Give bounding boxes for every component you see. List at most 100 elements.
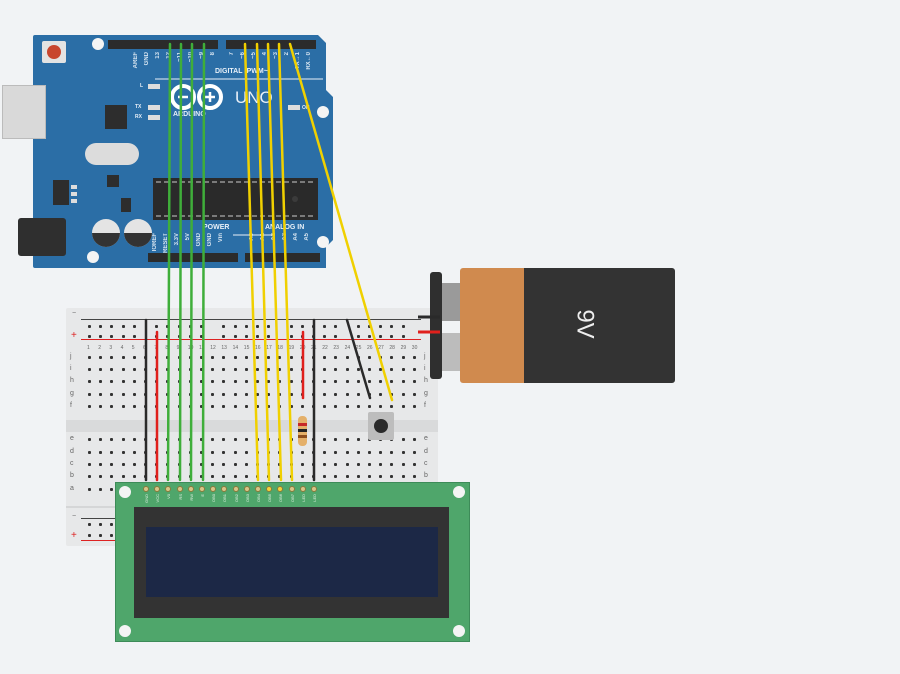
- rail-hole[interactable]: [244, 325, 248, 328]
- lcd-pin-led[interactable]: [311, 486, 317, 492]
- breadboard-hole[interactable]: [368, 356, 371, 359]
- breadboard-hole[interactable]: [222, 380, 226, 383]
- breadboard-hole[interactable]: [110, 368, 114, 371]
- breadboard-hole[interactable]: [412, 438, 416, 441]
- rail-hole[interactable]: [155, 325, 159, 328]
- breadboard-hole[interactable]: [144, 380, 147, 383]
- breadboard-hole[interactable]: [345, 356, 349, 359]
- breadboard-hole[interactable]: [88, 475, 91, 478]
- rail-hole[interactable]: [99, 534, 103, 537]
- breadboard-hole[interactable]: [289, 438, 293, 441]
- breadboard-hole[interactable]: [289, 463, 293, 466]
- breadboard-hole[interactable]: [188, 451, 192, 454]
- breadboard-hole[interactable]: [390, 463, 394, 466]
- breadboard-hole[interactable]: [110, 463, 114, 466]
- rail-hole[interactable]: [267, 335, 271, 338]
- breadboard-hole[interactable]: [188, 380, 192, 383]
- breadboard-hole[interactable]: [356, 380, 360, 383]
- breadboard-hole[interactable]: [278, 368, 282, 371]
- breadboard-hole[interactable]: [379, 356, 383, 359]
- rail-hole[interactable]: [401, 335, 405, 338]
- breadboard-hole[interactable]: [267, 463, 271, 466]
- breadboard-hole[interactable]: [278, 356, 282, 359]
- breadboard-hole[interactable]: [99, 488, 103, 491]
- breadboard-hole[interactable]: [356, 475, 360, 478]
- breadboard-hole[interactable]: [300, 463, 304, 466]
- breadboard-hole[interactable]: [300, 356, 304, 359]
- breadboard-hole[interactable]: [200, 451, 203, 454]
- breadboard-hole[interactable]: [132, 405, 136, 408]
- rail-hole[interactable]: [300, 325, 304, 328]
- breadboard-hole[interactable]: [368, 393, 371, 396]
- breadboard-hole[interactable]: [132, 368, 136, 371]
- arduino-uno-board[interactable]: DIGITAL (PWM~) ARDUINO UNO POWER ANALOG …: [2, 35, 333, 268]
- breadboard-hole[interactable]: [368, 463, 371, 466]
- breadboard-hole[interactable]: [166, 405, 170, 408]
- rail-hole[interactable]: [110, 534, 114, 537]
- breadboard-hole[interactable]: [166, 393, 170, 396]
- breadboard-hole[interactable]: [132, 438, 136, 441]
- breadboard-hole[interactable]: [334, 380, 338, 383]
- breadboard-hole[interactable]: [256, 380, 259, 383]
- lcd-pin-gnd[interactable]: [143, 486, 149, 492]
- breadboard-hole[interactable]: [144, 451, 147, 454]
- breadboard-hole[interactable]: [177, 356, 181, 359]
- rail-hole[interactable]: [289, 325, 293, 328]
- rail-hole[interactable]: [99, 523, 103, 526]
- breadboard-hole[interactable]: [345, 463, 349, 466]
- breadboard-hole[interactable]: [200, 393, 203, 396]
- breadboard-hole[interactable]: [379, 393, 383, 396]
- breadboard-hole[interactable]: [211, 475, 215, 478]
- battery-9v[interactable]: 9V: [430, 268, 675, 383]
- breadboard-hole[interactable]: [144, 393, 147, 396]
- breadboard-hole[interactable]: [256, 463, 259, 466]
- breadboard-hole[interactable]: [200, 356, 203, 359]
- breadboard-hole[interactable]: [379, 475, 383, 478]
- breadboard-hole[interactable]: [345, 380, 349, 383]
- breadboard-hole[interactable]: [166, 438, 170, 441]
- lcd-pin-rw[interactable]: [187, 486, 194, 492]
- breadboard-hole[interactable]: [121, 368, 125, 371]
- breadboard-hole[interactable]: [99, 380, 103, 383]
- breadboard-hole[interactable]: [222, 368, 226, 371]
- rail-hole[interactable]: [88, 523, 91, 526]
- breadboard-hole[interactable]: [99, 393, 103, 396]
- breadboard-hole[interactable]: [222, 438, 226, 441]
- breadboard-hole[interactable]: [356, 368, 360, 371]
- breadboard-hole[interactable]: [99, 463, 103, 466]
- rail-hole[interactable]: [88, 534, 91, 537]
- breadboard-hole[interactable]: [110, 405, 114, 408]
- breadboard-hole[interactable]: [278, 393, 282, 396]
- breadboard-hole[interactable]: [211, 405, 215, 408]
- rail-hole[interactable]: [390, 325, 394, 328]
- breadboard-hole[interactable]: [88, 488, 91, 491]
- breadboard-hole[interactable]: [356, 356, 360, 359]
- breadboard-hole[interactable]: [323, 405, 327, 408]
- rail-hole[interactable]: [88, 325, 91, 328]
- breadboard-hole[interactable]: [88, 393, 91, 396]
- breadboard-hole[interactable]: [155, 463, 159, 466]
- breadboard-hole[interactable]: [300, 368, 304, 371]
- lcd-pin-v0[interactable]: [165, 486, 172, 492]
- breadboard-hole[interactable]: [132, 475, 136, 478]
- breadboard-hole[interactable]: [278, 451, 282, 454]
- breadboard-hole[interactable]: [390, 475, 394, 478]
- lcd-pin-db1[interactable]: [221, 486, 228, 492]
- breadboard-hole[interactable]: [110, 475, 114, 478]
- breadboard-hole[interactable]: [121, 405, 125, 408]
- rail-hole[interactable]: [99, 325, 103, 328]
- breadboard-hole[interactable]: [323, 380, 327, 383]
- breadboard-hole[interactable]: [323, 475, 327, 478]
- breadboard-hole[interactable]: [155, 356, 159, 359]
- breadboard-hole[interactable]: [222, 475, 226, 478]
- breadboard-hole[interactable]: [222, 356, 226, 359]
- breadboard-hole[interactable]: [99, 356, 103, 359]
- breadboard-hole[interactable]: [390, 405, 394, 408]
- breadboard-hole[interactable]: [222, 451, 226, 454]
- resistor[interactable]: [298, 416, 307, 446]
- breadboard-hole[interactable]: [267, 405, 271, 408]
- breadboard-hole[interactable]: [345, 475, 349, 478]
- breadboard-hole[interactable]: [144, 368, 147, 371]
- breadboard-hole[interactable]: [401, 451, 405, 454]
